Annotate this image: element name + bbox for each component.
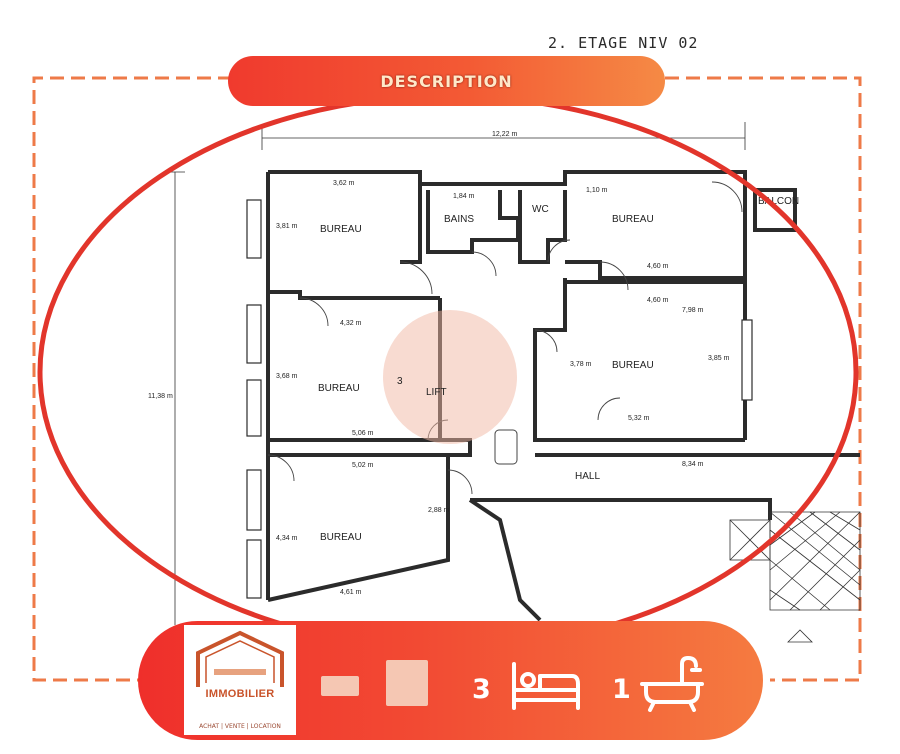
dim-total-height: 11,38 m bbox=[148, 393, 173, 400]
dim-bureau-3-bottom: 5,32 m bbox=[628, 415, 650, 422]
dim-wc-width: 1,10 m bbox=[586, 187, 608, 194]
logo-name: IMMOBILIER bbox=[205, 688, 275, 700]
dim-bureau-2-width: 4,60 m bbox=[647, 263, 669, 270]
lift-number: 3 bbox=[397, 376, 403, 387]
dim-corridor: 2,88 m bbox=[428, 507, 450, 514]
room-label-hall: HALL bbox=[575, 471, 600, 482]
dim-bureau-4-bottom: 5,06 m bbox=[352, 430, 374, 437]
top-banner: DESCRIPTION bbox=[228, 56, 665, 106]
room-label-wc: WC bbox=[532, 204, 549, 215]
dashed-frame bbox=[32, 76, 862, 682]
dim-bureau-3-height-right: 3,85 m bbox=[708, 355, 730, 362]
room-label-balcon: BALCON bbox=[758, 196, 799, 207]
dim-bureau-4-height: 3,68 m bbox=[276, 373, 298, 380]
sheet-title: 2. ETAGE NIV 02 bbox=[548, 34, 699, 52]
dim-bureau-1-height: 3,81 m bbox=[276, 223, 298, 230]
faded-mark-1 bbox=[321, 676, 359, 696]
room-label-bureau-3: BUREAU bbox=[612, 360, 654, 371]
dim-bureau-3-height-left: 3,78 m bbox=[570, 361, 592, 368]
staircase-hatch bbox=[729, 511, 861, 643]
bedroom-count: 3 bbox=[472, 674, 491, 705]
dim-bureau-3-width: 4,60 m bbox=[647, 297, 669, 304]
banner-text: DESCRIPTION bbox=[380, 71, 513, 91]
dim-total-width: 12,22 m bbox=[492, 131, 517, 138]
room-label-bureau-4: BUREAU bbox=[318, 383, 360, 394]
dim-bureau-4-top: 4,32 m bbox=[340, 320, 362, 327]
dim-bureau-1-width: 3,62 m bbox=[333, 180, 355, 187]
room-label-bureau-2: BUREAU bbox=[612, 214, 654, 225]
lift-cabin bbox=[494, 429, 518, 465]
room-label-bureau-1: BUREAU bbox=[320, 224, 362, 235]
room-label-bains: BAINS bbox=[444, 214, 474, 225]
bathtub-icon bbox=[640, 656, 704, 712]
walls bbox=[266, 170, 860, 622]
door-swings bbox=[267, 181, 743, 495]
house-logo-icon bbox=[196, 630, 284, 687]
agency-logo[interactable]: IMMOBILIER ACHAT | VENTE | LOCATION bbox=[184, 625, 296, 735]
logo-tagline: ACHAT | VENTE | LOCATION bbox=[199, 723, 281, 730]
windows bbox=[246, 199, 753, 599]
dim-bureau-5-bottom: 4,61 m bbox=[340, 589, 362, 596]
dim-bains-width: 1,84 m bbox=[453, 193, 475, 200]
room-label-lift: LIFT bbox=[426, 387, 447, 398]
bed-icon bbox=[512, 662, 580, 710]
watermark-circle bbox=[383, 310, 517, 444]
faded-mark-2 bbox=[386, 660, 428, 706]
dim-bureau-5-height: 4,34 m bbox=[276, 535, 298, 542]
room-label-bureau-5: BUREAU bbox=[320, 532, 362, 543]
dim-bureau-5-top: 5,02 m bbox=[352, 462, 374, 469]
dim-hall-length: 8,34 m bbox=[682, 461, 704, 468]
bathroom-count: 1 bbox=[612, 674, 631, 705]
dim-bureau-3-side: 7,98 m bbox=[682, 307, 704, 314]
